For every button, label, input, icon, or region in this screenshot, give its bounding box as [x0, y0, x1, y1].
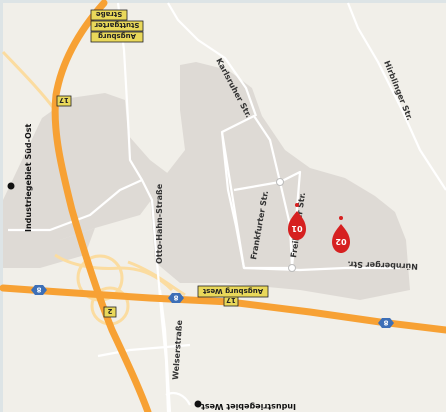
junction-dot-2 [288, 264, 296, 272]
label-place-sued-ost: Industriegebiet Süd-Ost [24, 123, 33, 232]
industrial-area-west [3, 228, 95, 268]
road-otto-hahn[interactable] [116, 2, 170, 412]
road-hirblinger[interactable] [346, 2, 446, 191]
label-otto-hahn: Otto-Hahn-Straße [155, 183, 164, 264]
secondary-road-north-west [1, 50, 57, 111]
svg-text:17: 17 [226, 296, 236, 304]
road-sued-ost-access[interactable] [8, 178, 143, 232]
highway-shield-left: 8 [31, 285, 47, 295]
label-welser: Welserstraße [171, 319, 184, 380]
place-dot-sued-ost [7, 182, 15, 190]
destination-sign-top: Augsburg Stuttgarter Straße [90, 9, 144, 43]
road-karlsruher[interactable] [167, 2, 258, 117]
destination-line-augsburg: Augsburg [98, 32, 136, 40]
road-welser[interactable] [158, 289, 172, 412]
svg-text:2: 2 [107, 307, 112, 315]
svg-text:8: 8 [36, 286, 41, 294]
highway-shield-right: 8 [378, 318, 394, 328]
marker-02[interactable]: 02 [332, 216, 350, 253]
destination-line-strasse: Straße [96, 10, 123, 18]
svg-text:8: 8 [173, 294, 178, 302]
marker-02-label: 02 [335, 237, 346, 246]
svg-text:Augsburg West: Augsburg West [202, 287, 263, 295]
svg-text:17: 17 [59, 96, 69, 104]
map-pin-icon [288, 211, 306, 240]
motorway-b17[interactable] [51, 0, 152, 412]
highway-shield-middle: 8 [168, 293, 184, 303]
road-west-branch[interactable] [97, 343, 191, 358]
marker-01-dot [295, 203, 299, 207]
road-number-badge-17-south: 17 [223, 295, 239, 307]
road-number-badge-2: 2 [103, 306, 117, 318]
road-cross-frankfurt[interactable] [233, 180, 281, 192]
exit-sign-augsburg-west: Augsburg West [197, 285, 269, 298]
marker-01-label: 01 [291, 224, 303, 233]
label-place-west: Industriegebiet West [201, 402, 296, 411]
svg-text:8: 8 [383, 319, 388, 327]
marker-01[interactable]: 01 [288, 203, 306, 240]
map-pin-icon [332, 224, 350, 253]
road-number-badge-17: 17 [56, 95, 72, 107]
industrial-area-left [3, 93, 170, 240]
marker-02-dot [339, 216, 343, 220]
junction-dot-1 [276, 178, 284, 186]
destination-line-stuttgarter: Stuttgarter [94, 21, 139, 29]
road-nuernberger[interactable] [243, 266, 400, 272]
place-dot-west [194, 400, 202, 408]
label-nuernberger: Nürnberger Str. [347, 260, 418, 271]
road-west-loop[interactable] [165, 391, 191, 406]
